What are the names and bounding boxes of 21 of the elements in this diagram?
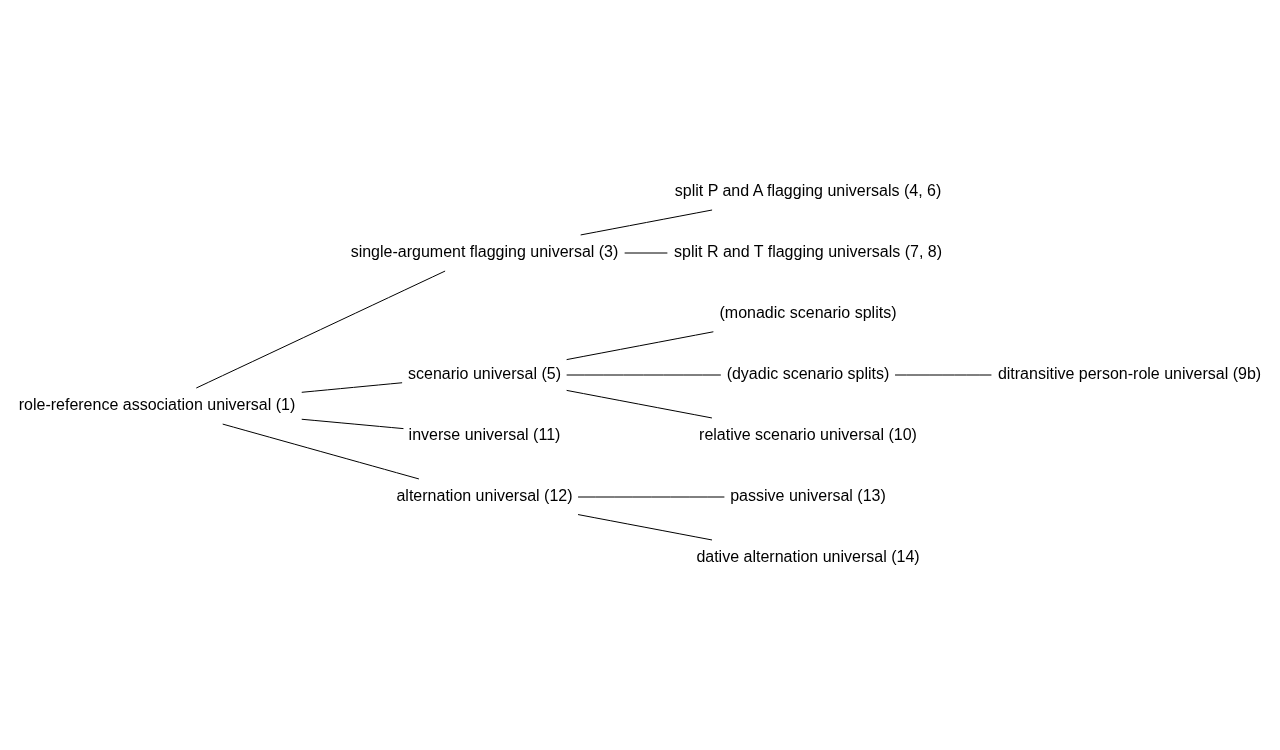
node-text: alternation universal (12): [396, 486, 573, 504]
connector: [195, 270, 446, 389]
node-text: inverse universal (11): [408, 425, 561, 443]
connector: [222, 423, 420, 480]
node-text: single-argument flagging universal (3): [350, 242, 619, 260]
node-text: (monadic scenario splits): [719, 303, 897, 321]
connector: [301, 418, 404, 430]
node-text: passive universal (13): [730, 486, 886, 504]
connector: [301, 382, 403, 393]
node-text: (dyadic scenario splits): [726, 364, 890, 382]
connector: [566, 389, 713, 419]
node-text: split P and A flagging universals (4, 6): [674, 181, 942, 199]
connector: [580, 209, 713, 236]
node-text: ditransitive person-role universal (9b): [997, 364, 1262, 382]
node-text: dative alternation universal (14): [696, 547, 920, 565]
node-text: relative scenario universal (10): [699, 425, 917, 443]
node-text: split R and T flagging universals (7, 8): [674, 242, 942, 260]
node-text: role-reference association universal (1): [18, 395, 296, 413]
node-text: scenario universal (5): [408, 364, 561, 382]
connector: [566, 331, 714, 361]
connector: [577, 514, 713, 541]
